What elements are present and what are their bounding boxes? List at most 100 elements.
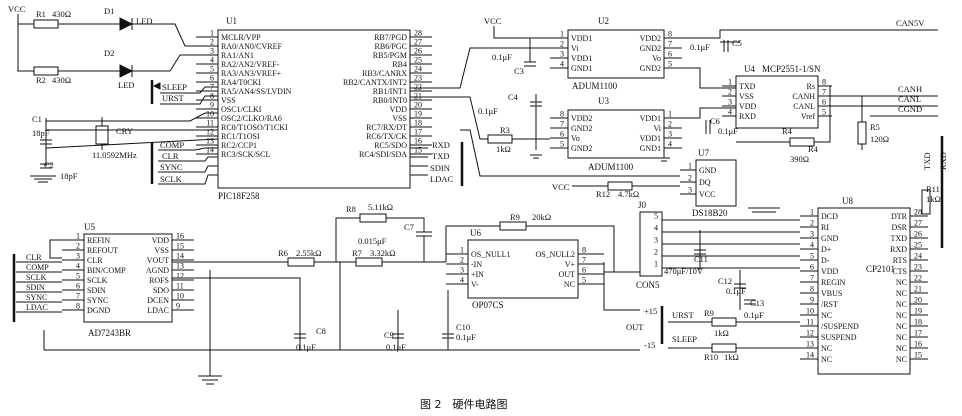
pin-number: 8 <box>668 30 672 39</box>
pin-name: RB3/CANRX <box>362 69 407 78</box>
pin-name: V- <box>471 280 479 289</box>
pin-number: 2 <box>728 88 732 97</box>
pin-number: 4 <box>728 108 732 117</box>
u5-ref: U5 <box>84 222 95 232</box>
pin-number: 9 <box>176 302 180 311</box>
pin-number: 4 <box>654 224 658 233</box>
pin-number: 6 <box>810 263 814 272</box>
c5-ref: C5 <box>732 38 742 48</box>
c2-ref: C2 <box>44 160 54 170</box>
u5-net-label: SCLK <box>26 273 47 282</box>
c12-ref: C12 <box>718 276 732 286</box>
pin-number: 3 <box>460 266 464 275</box>
pin-number: 13 <box>806 340 814 349</box>
r10-val: 1kΩ <box>724 352 739 362</box>
pin-name: TXD <box>739 82 756 91</box>
pin-number: 26 <box>414 47 422 56</box>
u4-extra: R4 <box>782 126 793 136</box>
pin-number: 9 <box>810 296 814 305</box>
u6-part: OP07CS <box>472 300 504 310</box>
u6-ref: U6 <box>470 228 481 238</box>
pin-name: Rs <box>807 82 815 91</box>
pin-number: 10 <box>176 292 184 301</box>
r9-val: 20kΩ <box>532 212 551 222</box>
c9-val: 0.1μF <box>386 342 406 352</box>
pin-name: RC2/CCP1 <box>221 141 257 150</box>
pin-number: 3 <box>728 98 732 107</box>
pin-number: 8 <box>76 302 80 311</box>
j0-ref: J0 <box>638 200 647 210</box>
c12-val: 0.1μF <box>726 286 746 296</box>
u1-net-ldac: LDAC <box>430 174 453 184</box>
can5v-label: CAN5V <box>896 18 925 28</box>
pin-name: NC <box>896 333 907 342</box>
u3-part: ADUM1100 <box>588 162 634 172</box>
pin-number: 3 <box>654 236 658 245</box>
r9-ref: R9 <box>510 212 520 222</box>
pin-number: 24 <box>914 252 922 261</box>
pin-number: 20 <box>414 101 422 110</box>
u7-part: DS18B20 <box>692 208 728 218</box>
plus15-label: +15 <box>644 306 657 316</box>
pin-name: RC4/SDI/SDA <box>359 150 407 159</box>
u4-body <box>735 75 819 129</box>
pin-number: 18 <box>914 318 922 327</box>
pin-number: 16 <box>914 340 922 349</box>
pin-number: 6 <box>210 74 214 83</box>
pin-number: 6 <box>668 50 672 59</box>
pin-name: VSS <box>221 96 236 105</box>
u3-body <box>567 109 665 159</box>
pin-number: 3 <box>668 130 672 139</box>
r9b-val: 1kΩ <box>714 328 729 338</box>
pin-name: RI <box>821 223 829 232</box>
pin-name: BIN/COMP <box>87 266 126 275</box>
out-label: OUT <box>626 322 644 332</box>
u3-ref: U3 <box>598 96 609 106</box>
pin-number: 9 <box>210 101 214 110</box>
pin-name: D+ <box>821 245 832 254</box>
pin-name: NC <box>821 311 832 320</box>
u5-net-label: COMP <box>26 263 49 272</box>
d1-ref: D1 <box>104 6 114 16</box>
u8-part: CP2101 <box>866 264 895 274</box>
u6-body <box>467 239 579 299</box>
pin-name: Vref <box>801 112 816 121</box>
cry-ref: CRY <box>116 126 133 136</box>
pin-number: 13 <box>176 262 184 271</box>
u1-net-sclk: SCLK <box>160 174 183 184</box>
pin-number: 7 <box>560 120 564 129</box>
pin-name: TXD <box>891 234 908 243</box>
pin-number: 2 <box>560 40 564 49</box>
r5-body <box>857 121 867 145</box>
pin-number: 15 <box>414 146 422 155</box>
pin-name: RA1/AN1 <box>221 51 254 60</box>
pin-name: Vi <box>653 124 661 133</box>
c13-ref: C13 <box>750 298 764 308</box>
pin-number: 26 <box>914 230 922 239</box>
pin-number: 6 <box>560 130 564 139</box>
c1-ref: C1 <box>32 114 42 124</box>
pin-number: 27 <box>914 219 922 228</box>
pin-number: 8 <box>582 246 586 255</box>
u8-net-rxd: RXD <box>938 152 948 170</box>
pin-number: 24 <box>414 65 422 74</box>
u5-net-label: CLR <box>26 253 42 262</box>
pin-name: NC <box>896 322 907 331</box>
pin-number: 4 <box>76 262 80 271</box>
pin-number: 28 <box>414 29 422 38</box>
pin-name: OSC2/CLKO/RA6 <box>221 114 282 123</box>
pin-number: 21 <box>414 92 422 101</box>
pin-name: VDD <box>739 102 757 111</box>
pin-name: REGIN <box>821 278 846 287</box>
pin-name: SDO <box>153 286 169 295</box>
pin-number: 2 <box>210 38 214 47</box>
pin-name: VSS <box>739 92 754 101</box>
pin-name: AGND <box>146 266 169 275</box>
pin-number: 2 <box>668 120 672 129</box>
r2-ref: R2 <box>36 75 46 85</box>
pin-name: Vi <box>571 44 579 53</box>
